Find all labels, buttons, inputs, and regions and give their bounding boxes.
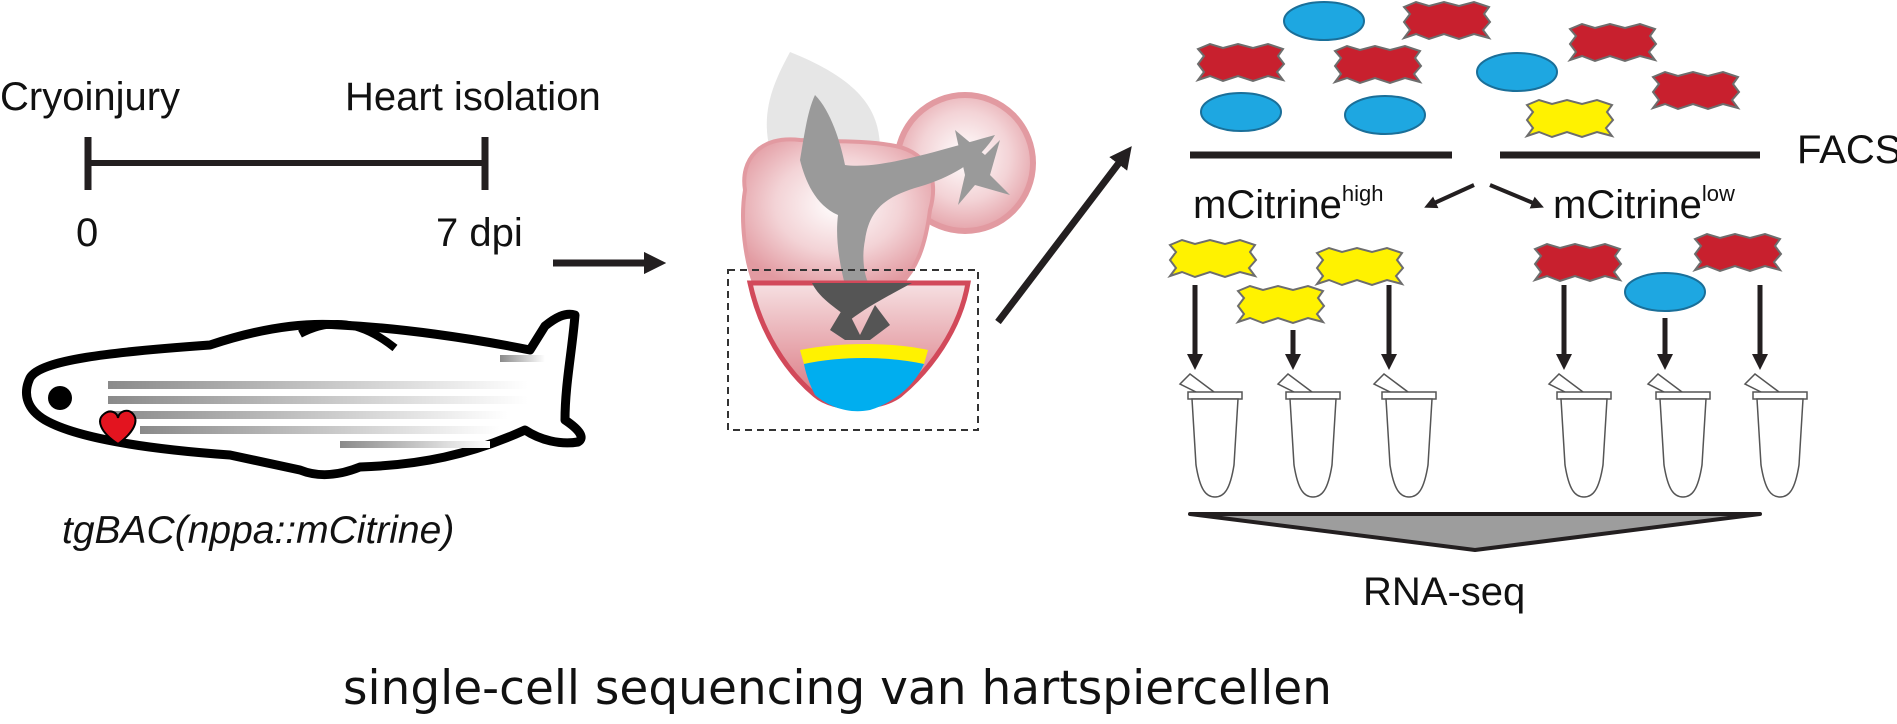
tube-arrows	[1186, 285, 1769, 371]
tube-icon	[1276, 373, 1341, 498]
blue-cell-icon	[1344, 95, 1426, 135]
mcitrine-low-base: mCitrine	[1553, 183, 1702, 227]
timeline-start-value: 0	[76, 211, 98, 255]
tube-icon	[1547, 373, 1612, 498]
cardiomyocyte-icon	[1167, 238, 1258, 279]
facs-sort: FACS mCitrinehigh mCitrinelow	[1190, 128, 1897, 227]
cardiomyocyte-icon	[1692, 232, 1783, 273]
tube-icon	[1372, 373, 1437, 498]
mcitrine-high-base: mCitrine	[1193, 183, 1342, 227]
cardiomyocyte-icon	[1401, 0, 1492, 41]
mcitrine-low-label: mCitrinelow	[1553, 181, 1735, 227]
timeline: Cryoinjury Heart isolation 0 7 dpi	[0, 75, 601, 255]
cardiomyocyte-icon	[1195, 42, 1286, 83]
tube-icon	[1646, 373, 1711, 498]
blue-cell-icon	[1200, 92, 1282, 132]
border-zone	[800, 344, 928, 364]
heart-illustration	[727, 52, 1036, 431]
caption: single-cell sequencing van hartspiercell…	[343, 661, 1332, 716]
fish-eye-icon	[48, 386, 72, 410]
cardiomyocyte-icon	[1567, 22, 1658, 63]
timeline-end-label: Heart isolation	[345, 75, 601, 119]
tubes	[1178, 373, 1808, 498]
zebrafish-icon	[22, 309, 586, 480]
tube-icon	[1178, 373, 1243, 498]
timeline-end-value: 7 dpi	[436, 211, 523, 255]
cardiomyocyte-icon	[1650, 70, 1741, 111]
heart-icon	[99, 409, 137, 446]
injury-zone	[804, 358, 924, 412]
rnaseq-label: RNA-seq	[1363, 570, 1525, 614]
cardiomyocyte-icon	[1532, 242, 1623, 283]
blue-cell-icon	[1283, 1, 1365, 41]
tube-icon	[1743, 373, 1808, 498]
arrow-icon	[1424, 183, 1475, 209]
cardiomyocyte-icon	[1314, 246, 1405, 287]
facs-label: FACS	[1797, 128, 1897, 172]
mcitrine-high-sup: high	[1342, 181, 1384, 206]
blue-cell-icon	[1624, 272, 1706, 312]
timeline-start-label: Cryoinjury	[0, 75, 180, 119]
blue-cell-icon	[1476, 52, 1558, 92]
arrow-icon	[1489, 183, 1544, 209]
cardiomyocyte-icon	[1235, 284, 1326, 325]
mcitrine-low-sup: low	[1702, 181, 1735, 206]
fish-label: tgBAC(nppa::mCitrine)	[62, 509, 454, 552]
pooling-wedge	[1188, 512, 1762, 552]
cardiomyocyte-icon	[1524, 98, 1615, 139]
sorted-cells	[1167, 232, 1783, 325]
arrow-icon	[995, 146, 1132, 325]
mcitrine-high-label: mCitrinehigh	[1193, 181, 1384, 227]
section-box	[727, 269, 979, 431]
cell-pool	[1195, 0, 1741, 139]
cardiomyocyte-icon	[1332, 44, 1423, 85]
